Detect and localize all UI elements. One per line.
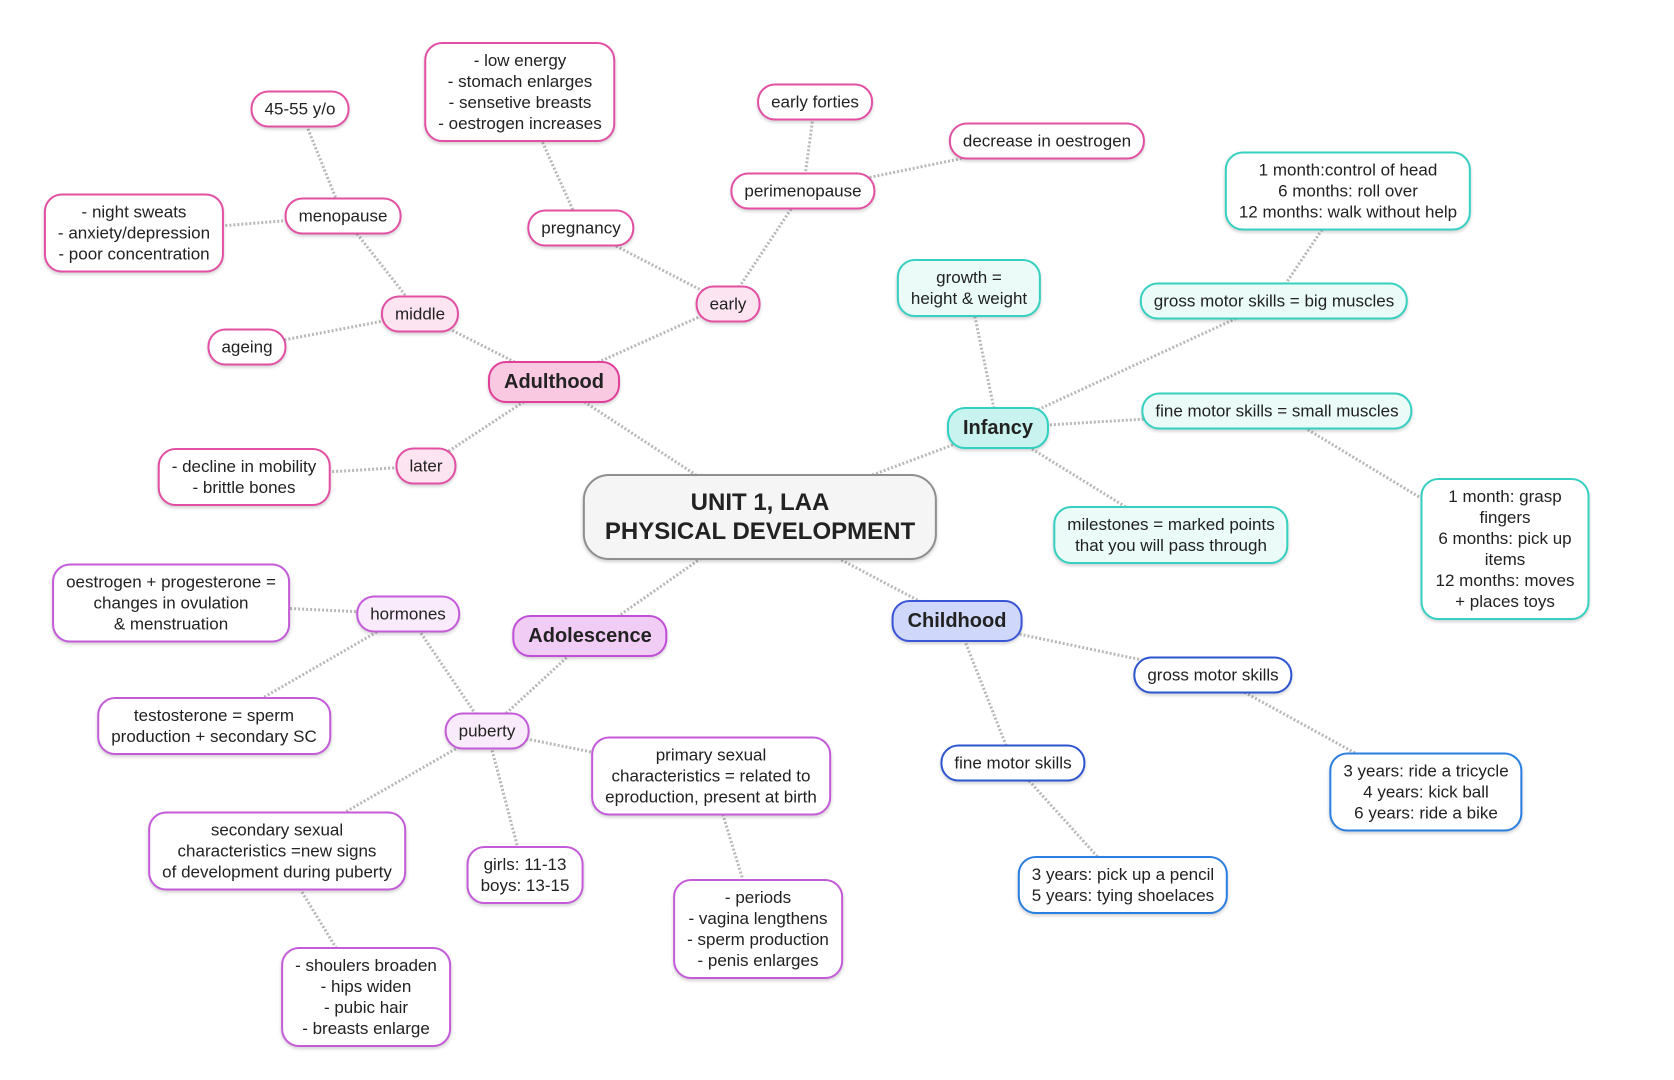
infancy-fine-motor-details-node[interactable]: 1 month: grasp fingers 6 months: pick up… (1420, 478, 1590, 620)
female-hormones-node[interactable]: oestrogen + progesterone = changes in ov… (52, 563, 290, 643)
puberty-ages-node[interactable]: girls: 11-13 boys: 13-15 (466, 846, 584, 904)
middle-adulthood-node[interactable]: middle (380, 295, 460, 333)
childhood-node[interactable]: Childhood (891, 600, 1023, 642)
early-adulthood-node[interactable]: early (695, 285, 761, 323)
early-forties-node[interactable]: early forties (757, 83, 873, 121)
secondary-details-node[interactable]: - shoulers broaden - hips widen - pubic … (281, 947, 451, 1047)
connector-meno-symp (133, 214, 344, 235)
menopause-age-node[interactable]: 45-55 y/o (250, 90, 350, 128)
growth-node[interactable]: growth = height & weight (896, 259, 1042, 317)
connector-early-peri (726, 190, 805, 305)
hormones-node[interactable]: hormones (356, 595, 460, 633)
perimenopause-node[interactable]: perimenopause (730, 172, 876, 210)
connector-horm-male (213, 612, 409, 728)
childhood-fine-motor-details-node[interactable]: 3 years: pick up a pencil 5 years: tying… (1017, 856, 1229, 914)
decrease-oestrogen-node[interactable]: decrease in oestrogen (948, 122, 1146, 160)
menopause-symptoms-node[interactable]: - night sweats - anxiety/depression - po… (43, 193, 225, 273)
pregnancy-node[interactable]: pregnancy (527, 209, 635, 247)
pregnancy-details-node[interactable]: - low energy - stomach enlarges - senset… (424, 42, 616, 142)
infancy-gross-motor-details-node[interactable]: 1 month:control of head 6 months: roll o… (1224, 151, 1472, 231)
root-node[interactable]: UNIT 1, LAA PHYSICAL DEVELOPMENT (582, 474, 938, 560)
connector-inf-igross (997, 299, 1275, 430)
childhood-gross-motor-details-node[interactable]: 3 years: ride a tricycle 4 years: kick b… (1329, 752, 1523, 832)
adulthood-node[interactable]: Adulthood (488, 361, 620, 403)
connector-cgross-cgross-d (1212, 673, 1427, 794)
ageing-node[interactable]: ageing (207, 328, 287, 366)
primary-characteristics-node[interactable]: primary sexual characteristics = related… (591, 736, 831, 816)
infancy-fine-motor-node[interactable]: fine motor skills = small muscles (1141, 392, 1413, 430)
milestones-node[interactable]: milestones = marked points that you will… (1053, 506, 1289, 564)
connector-pub-horm (406, 613, 489, 732)
adolescence-node[interactable]: Adolescence (512, 615, 668, 657)
secondary-characteristics-node[interactable]: secondary sexual characteristics =new si… (148, 811, 406, 891)
later-details-node[interactable]: - decline in mobility - brittle bones (157, 448, 331, 506)
menopause-node[interactable]: menopause (284, 197, 402, 235)
childhood-fine-motor-node[interactable]: fine motor skills (940, 744, 1086, 782)
infancy-node[interactable]: Infancy (946, 407, 1050, 449)
later-adulthood-node[interactable]: later (395, 447, 457, 485)
childhood-gross-motor-node[interactable]: gross motor skills (1133, 656, 1293, 694)
connector-ifine-ifine-d (1276, 409, 1506, 551)
infancy-gross-motor-node[interactable]: gross motor skills = big muscles (1139, 282, 1409, 320)
male-hormones-node[interactable]: testosterone = sperm production + second… (97, 697, 331, 755)
connector-child-cfine (955, 620, 1015, 764)
connector-peri-forties (801, 101, 817, 192)
puberty-node[interactable]: puberty (444, 712, 530, 750)
primary-details-node[interactable]: - periods - vagina lengthens - sperm pro… (673, 879, 843, 979)
